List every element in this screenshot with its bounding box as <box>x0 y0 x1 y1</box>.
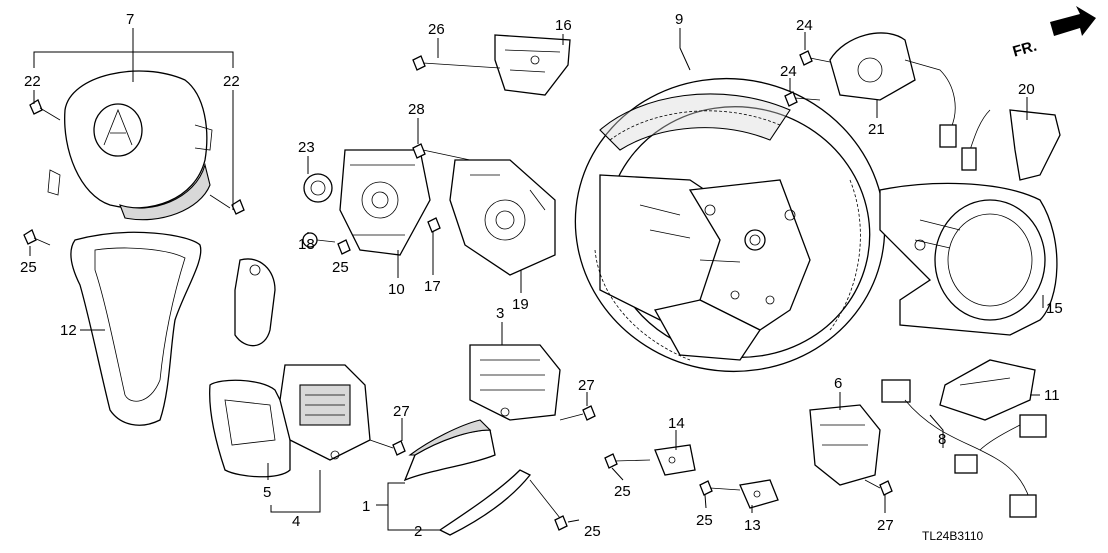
paddle-part-20 <box>961 109 1061 181</box>
callout-22-right: 22 <box>223 73 240 90</box>
callout-17: 17 <box>424 278 441 295</box>
bracket-part-13 <box>739 479 779 509</box>
callout-10: 10 <box>388 281 405 298</box>
callout-23: 23 <box>298 139 315 156</box>
callout-13: 13 <box>744 517 761 534</box>
front-direction-arrow-icon: FR. <box>1011 6 1096 61</box>
callout-19: 19 <box>512 296 529 313</box>
bracket-part-14 <box>654 444 696 476</box>
callout-25-mid: 25 <box>332 259 349 276</box>
callout-16: 16 <box>555 17 572 34</box>
callout-14: 14 <box>668 415 685 432</box>
right-switch-part-3 <box>469 344 561 421</box>
callout-9: 9 <box>675 11 683 28</box>
paddle-switch-part-1 <box>403 419 496 482</box>
callout-21: 21 <box>868 121 885 138</box>
callout-18: 18 <box>298 236 315 253</box>
callout-12: 12 <box>60 322 77 339</box>
callout-27-mid: 27 <box>578 377 595 394</box>
callout-25-center: 25 <box>614 483 631 500</box>
callout-22-left: 22 <box>24 73 41 90</box>
callout-7: 7 <box>126 11 134 28</box>
cable-reel-part-10 <box>339 149 431 256</box>
callout-20: 20 <box>1018 81 1035 98</box>
callout-4: 4 <box>292 513 300 530</box>
callout-25-lower: 25 <box>696 512 713 529</box>
callout-15: 15 <box>1046 300 1063 317</box>
callout-27-right: 27 <box>877 517 894 534</box>
column-cover-part-15 <box>879 182 1058 336</box>
switch-part-21 <box>829 32 957 148</box>
callout-26: 26 <box>428 21 445 38</box>
callout-1: 1 <box>362 498 370 515</box>
switch-part-6 <box>809 404 881 486</box>
callout-27-left: 27 <box>393 403 410 420</box>
harness-part-8 <box>881 379 1047 518</box>
callout-numbers: 7 22 22 26 16 9 24 24 20 21 28 23 25 18 … <box>20 11 1063 540</box>
callout-2: 2 <box>414 523 422 540</box>
cover-part-11 <box>939 359 1036 421</box>
callout-3: 3 <box>496 305 504 322</box>
paddle-part-2 <box>438 469 532 536</box>
callout-28: 28 <box>408 101 425 118</box>
steering-wheel-part-9 <box>574 77 886 373</box>
callout-6: 6 <box>834 375 842 392</box>
diagram-code: TL24B3110 <box>922 529 983 543</box>
callout-25-bottom: 25 <box>584 523 601 540</box>
callout-25-left: 25 <box>20 259 37 276</box>
callout-5: 5 <box>263 484 271 501</box>
direction-label: FR. <box>1011 38 1039 61</box>
leader-lines <box>29 28 1044 531</box>
left-switch-assembly-part-4 <box>209 364 371 478</box>
callout-24-top: 24 <box>796 17 813 34</box>
driver-airbag-part-7 <box>47 70 213 221</box>
cable-reel-part-19 <box>449 159 556 276</box>
lower-cover-part-12 <box>70 231 276 426</box>
callout-24-lower: 24 <box>780 63 797 80</box>
bracket-part-16 <box>494 34 571 96</box>
callout-8: 8 <box>938 431 946 448</box>
callout-11: 11 <box>1044 387 1060 404</box>
screws <box>23 50 893 531</box>
